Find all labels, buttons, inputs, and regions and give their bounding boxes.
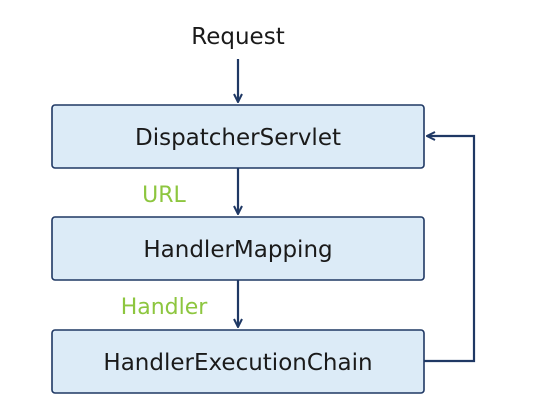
arrow-chain-return-to-dispatcher (424, 136, 476, 363)
handler-mapping-node: HandlerMapping (51, 216, 425, 281)
dispatcher-servlet-label: DispatcherServlet (135, 125, 341, 151)
handler-execution-chain-node: HandlerExecutionChain (51, 329, 425, 394)
dispatcher-servlet-node: DispatcherServlet (51, 104, 425, 169)
request-label: Request (191, 24, 284, 50)
handler-edge-label: Handler (121, 295, 209, 320)
handler-mapping-label: HandlerMapping (143, 237, 332, 263)
handler-execution-chain-label: HandlerExecutionChain (103, 350, 372, 376)
url-edge-label: URL (142, 183, 186, 208)
